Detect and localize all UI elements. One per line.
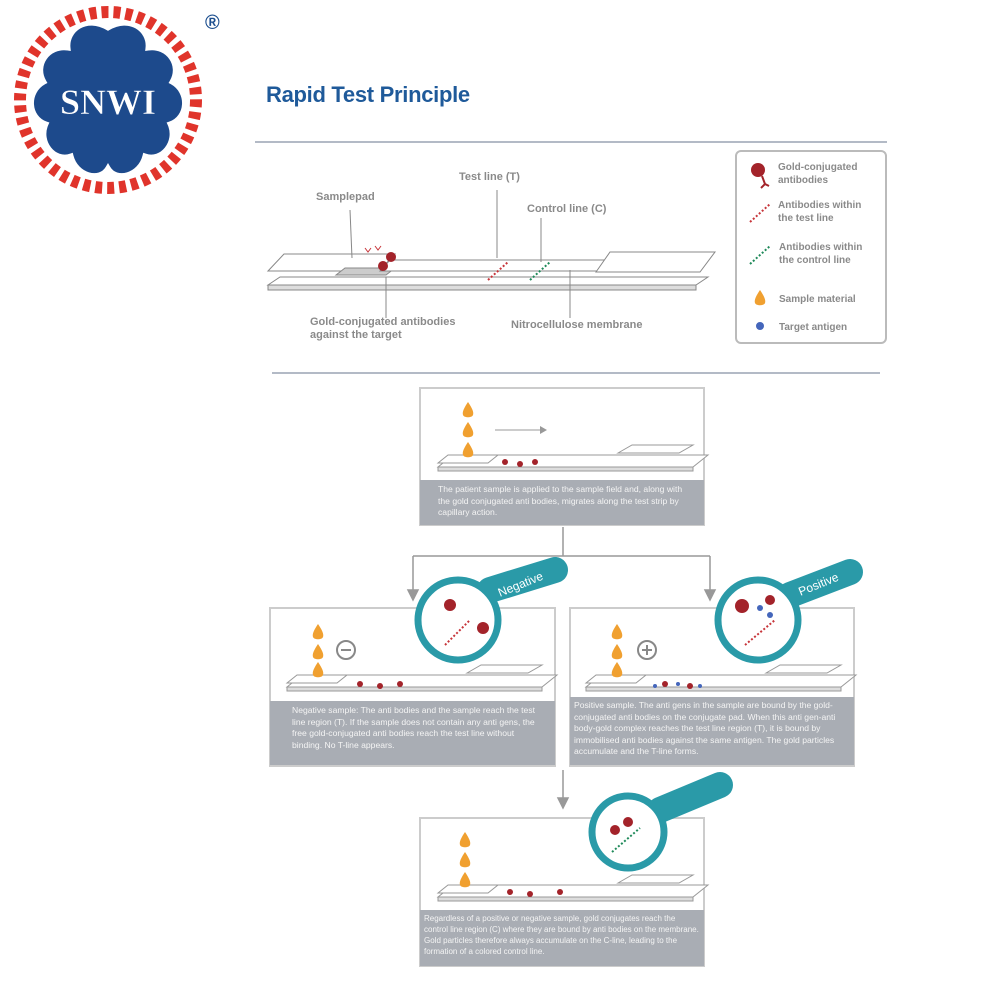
caption-application: The patient sample is applied to the sam… [420,480,704,525]
legend-control-line: Antibodies within the control line [779,242,863,266]
label-membrane: Nitrocellulose membrane [511,319,643,331]
svg-text:SNWI: SNWI [60,82,156,122]
label-sample-pad: Samplepad [316,191,375,203]
test-strip-diagram [266,190,716,318]
legend-gold-conjugated: Gold-conjugated antibodies [778,162,858,186]
flow-arrows [406,527,717,810]
legend-sample: Sample material [779,294,856,305]
legend-icons [749,163,771,330]
caption-control: Regardless of a positive or negative sam… [420,910,704,966]
registered-mark: ® [205,12,220,34]
step-boxes [269,387,857,967]
label-control-line: Control line (C) [527,203,607,215]
magnifier-positive [714,559,863,664]
legend-box [735,150,887,344]
caption-negative: Negative sample: The anti bodies and the… [270,701,555,765]
magnifier-control [588,772,733,872]
caption-positive: Positive sample. The anti gens in the sa… [570,697,854,765]
snwi-logo: SNWI [14,6,202,194]
page-title: Rapid Test Principle [266,82,470,107]
legend-test-line: Antibodies within the test line [778,200,862,224]
label-test-line: Test line (T) [459,171,520,183]
magnifier-negative [414,557,568,664]
legend-antigen: Target antigen [779,322,848,333]
label-gold-conjugated: Gold-conjugated antibodies against the t… [310,316,456,341]
